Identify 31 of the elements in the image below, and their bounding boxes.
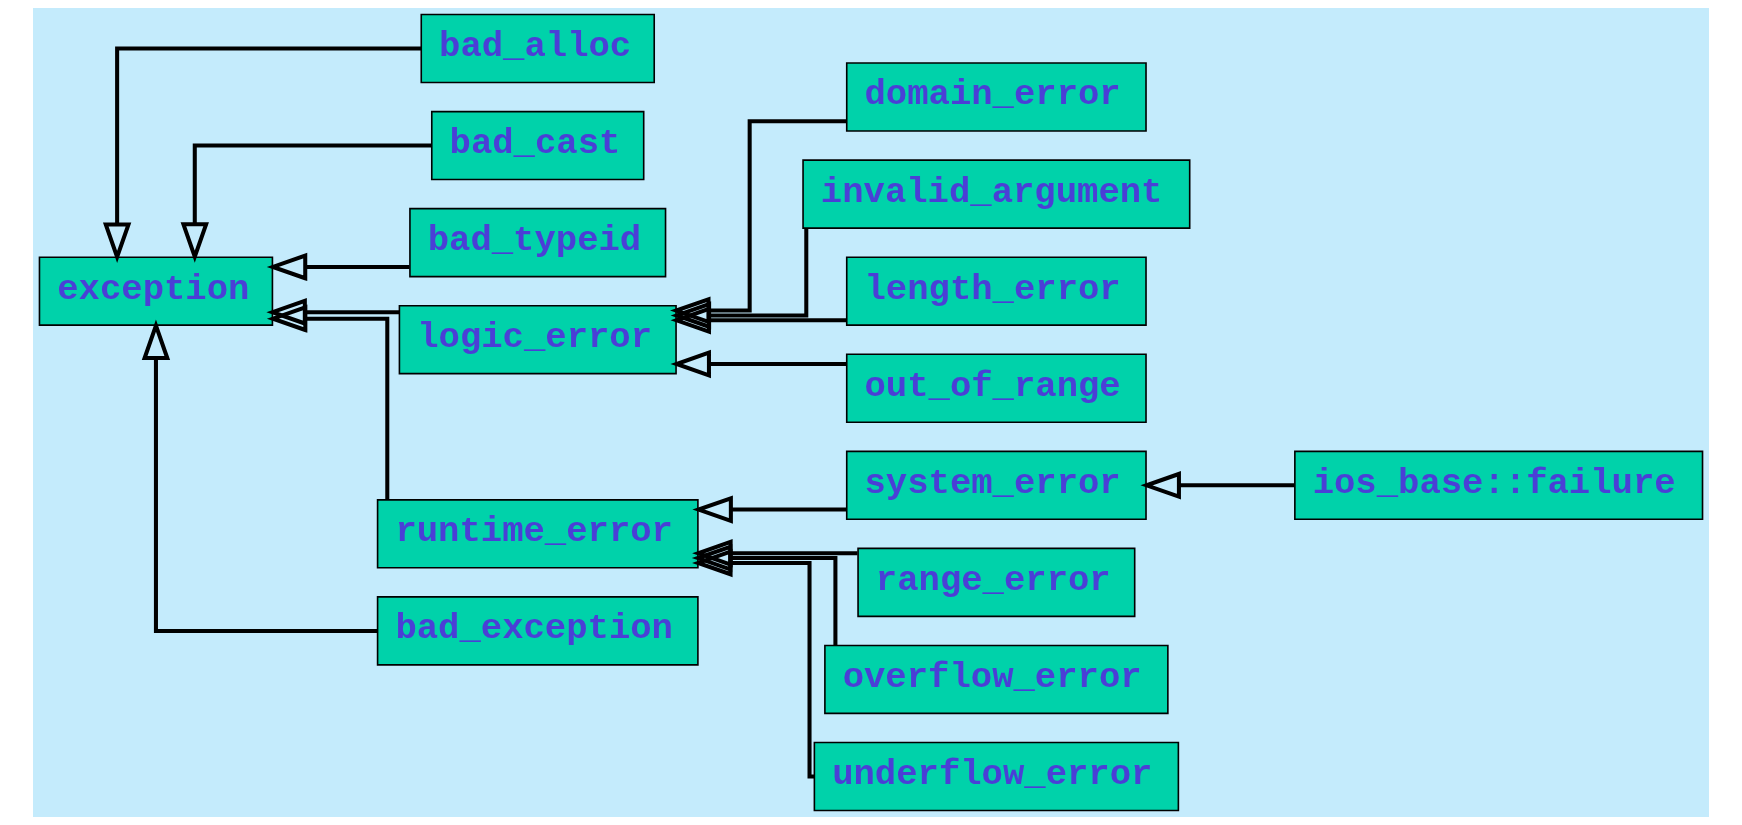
arrow	[692, 495, 847, 524]
node-box: range_error	[857, 547, 1136, 618]
arrow	[670, 349, 847, 379]
arrow	[670, 306, 847, 335]
node-box: system_error	[845, 450, 1147, 521]
node-box: bad_cast	[430, 110, 645, 181]
node-box: bad_alloc	[420, 13, 656, 84]
node-box: length_error	[845, 256, 1147, 326]
arrow	[266, 304, 390, 500]
node-box: bad_exception	[376, 596, 699, 666]
node-box: exception	[38, 256, 274, 326]
node-box: domain_error	[845, 62, 1147, 132]
node-box: ios_base::failure	[1294, 450, 1704, 521]
node-box: underflow_error	[813, 741, 1180, 812]
node-box: runtime_error	[376, 499, 699, 569]
arrow	[180, 143, 432, 263]
arrow	[266, 298, 400, 327]
node-box: invalid_argument	[802, 159, 1191, 229]
node-box: bad_typeid	[409, 207, 667, 278]
arrow	[670, 119, 847, 325]
arrow	[1140, 471, 1295, 500]
arrow	[266, 252, 410, 282]
node-box: logic_error	[398, 304, 677, 375]
arrow	[692, 539, 858, 568]
arrow	[691, 543, 838, 645]
node-box: out_of_range	[845, 353, 1147, 423]
node-box: overflow_error	[824, 644, 1169, 715]
arrow	[670, 228, 809, 330]
arrow	[141, 319, 378, 633]
arrow	[692, 548, 815, 779]
arrow	[102, 46, 422, 264]
